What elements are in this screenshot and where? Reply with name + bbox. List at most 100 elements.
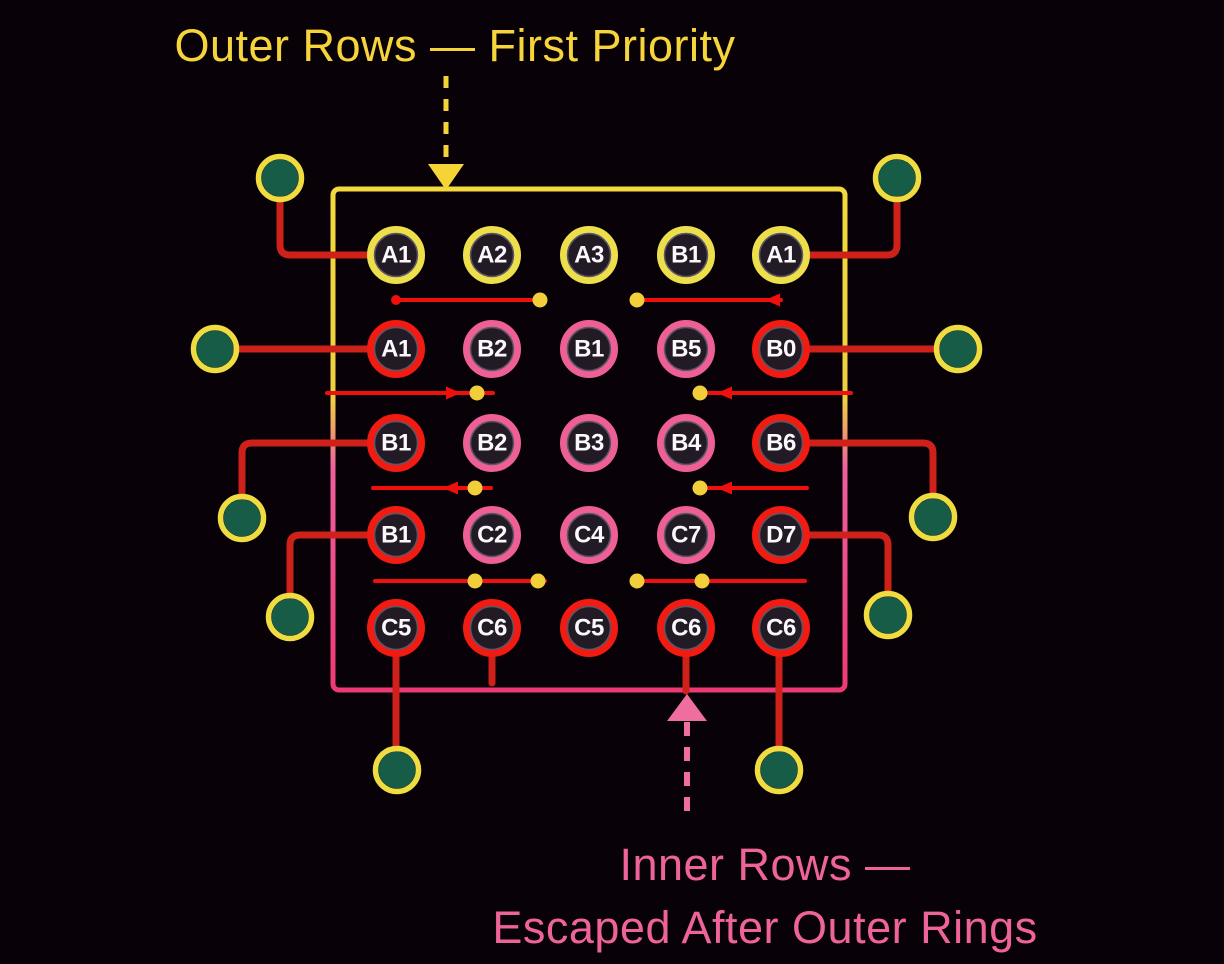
bga-pad-label: B1 bbox=[574, 336, 604, 363]
bga-pad: C5 bbox=[560, 599, 618, 657]
bga-pad: A1 bbox=[367, 320, 425, 378]
escape-via-fill bbox=[223, 499, 261, 537]
bga-pad: B1 bbox=[367, 414, 425, 472]
bga-pad-ring bbox=[752, 599, 810, 657]
escape-route bbox=[777, 439, 937, 521]
bga-pad: C2 bbox=[463, 506, 521, 564]
escape-via-ring bbox=[217, 493, 267, 543]
inner-rows-label-line1: Inner Rows — bbox=[619, 839, 911, 890]
bga-pad-fill bbox=[566, 232, 612, 278]
bga-pad: B2 bbox=[463, 414, 521, 472]
bga-pad-ring bbox=[560, 414, 618, 472]
bga-pad-label: C5 bbox=[574, 615, 604, 642]
bga-pad: B1 bbox=[367, 506, 425, 564]
bga-pad-fill bbox=[758, 420, 804, 466]
inner-row-traces bbox=[325, 292, 853, 589]
bga-pad: B6 bbox=[752, 414, 810, 472]
bga-pad-fill bbox=[663, 512, 709, 558]
escape-via-ring bbox=[908, 492, 958, 542]
bga-pad-ring bbox=[560, 226, 618, 284]
bga-pad-ring bbox=[657, 506, 715, 564]
bga-pad-fill bbox=[758, 512, 804, 558]
bga-pad-label: B1 bbox=[381, 430, 411, 457]
escape-via-fill bbox=[271, 598, 309, 636]
bga-pad-label: B6 bbox=[766, 430, 796, 457]
trace-via-dot bbox=[694, 573, 710, 589]
bga-pad-fill bbox=[663, 420, 709, 466]
bga-pad-ring bbox=[463, 414, 521, 472]
bga-pad-label: C6 bbox=[766, 615, 796, 642]
bga-pad-label: B5 bbox=[671, 336, 701, 363]
escape-via-fill bbox=[196, 330, 234, 368]
bga-pad-ring bbox=[752, 226, 810, 284]
escape-via-ring bbox=[933, 324, 983, 374]
bga-pad-fill bbox=[469, 420, 515, 466]
bga-pad-ring bbox=[367, 320, 425, 378]
bga-pad-fill bbox=[566, 420, 612, 466]
bga-pad: B2 bbox=[463, 320, 521, 378]
bga-pad: A1 bbox=[752, 226, 810, 284]
escape-via-pads bbox=[190, 153, 983, 795]
escape-route bbox=[276, 174, 400, 259]
trace-via-dot bbox=[692, 480, 708, 496]
inner-rows-label-line2: Escaped After Outer Rings bbox=[492, 902, 1038, 953]
escape-route bbox=[286, 531, 400, 621]
escape-via-fill bbox=[878, 159, 916, 197]
escape-via-ring bbox=[255, 153, 305, 203]
bga-pad-label: D7 bbox=[766, 522, 796, 549]
escape-via bbox=[265, 592, 315, 642]
bga-pad: A1 bbox=[367, 226, 425, 284]
bga-pad-fill bbox=[566, 605, 612, 651]
bga-pad-label: B3 bbox=[574, 430, 604, 457]
bga-pad: C6 bbox=[463, 599, 521, 657]
trace-via-dot bbox=[467, 480, 483, 496]
escape-via bbox=[863, 590, 913, 640]
bga-pad-label: C7 bbox=[671, 522, 701, 549]
escape-route bbox=[238, 439, 400, 522]
escape-route bbox=[777, 531, 892, 619]
outer-rows-arrowhead bbox=[428, 164, 464, 190]
escape-via-ring bbox=[190, 324, 240, 374]
bga-pad: B1 bbox=[657, 226, 715, 284]
escape-route bbox=[777, 174, 901, 259]
bga-pad-fill bbox=[373, 232, 419, 278]
bga-pad-ring bbox=[463, 506, 521, 564]
bga-pad-ring bbox=[560, 599, 618, 657]
trace-arrow bbox=[717, 386, 732, 400]
bga-pad-fill bbox=[373, 326, 419, 372]
escape-via-fill bbox=[261, 159, 299, 197]
bga-pad: C4 bbox=[560, 506, 618, 564]
bga-pad: B5 bbox=[657, 320, 715, 378]
bga-pad: C7 bbox=[657, 506, 715, 564]
bga-pad-label: C4 bbox=[574, 522, 605, 549]
escape-via bbox=[190, 324, 240, 374]
bga-pad-fill bbox=[469, 512, 515, 558]
trace-end-dot bbox=[391, 295, 401, 305]
bga-pad-ring bbox=[657, 320, 715, 378]
bga-pad-fill bbox=[663, 326, 709, 372]
trace-via-dot bbox=[629, 292, 645, 308]
bga-pad: C6 bbox=[657, 599, 715, 657]
bga-pad-label: A2 bbox=[477, 242, 507, 269]
bga-pad-label: A1 bbox=[381, 242, 411, 269]
bga-pad-ring bbox=[367, 599, 425, 657]
bga-pad-ring bbox=[463, 599, 521, 657]
bga-pad-fill bbox=[469, 232, 515, 278]
trace-via-dot bbox=[629, 573, 645, 589]
bga-pad-label: C6 bbox=[671, 615, 701, 642]
bga-pad-ring bbox=[367, 226, 425, 284]
escape-via-ring bbox=[372, 745, 422, 795]
bga-pad-label: B4 bbox=[671, 430, 702, 457]
bga-pad-label: B2 bbox=[477, 430, 507, 457]
bga-pad-fill bbox=[758, 605, 804, 651]
bga-pad-ring bbox=[752, 414, 810, 472]
escape-via bbox=[754, 745, 804, 795]
bga-pad-label: C5 bbox=[381, 615, 411, 642]
bga-pad-fill bbox=[663, 232, 709, 278]
bga-pad-fill bbox=[373, 420, 419, 466]
trace-via-dot bbox=[469, 385, 485, 401]
bga-pad-fill bbox=[469, 326, 515, 372]
bga-pad-fill bbox=[566, 326, 612, 372]
escape-via bbox=[372, 745, 422, 795]
